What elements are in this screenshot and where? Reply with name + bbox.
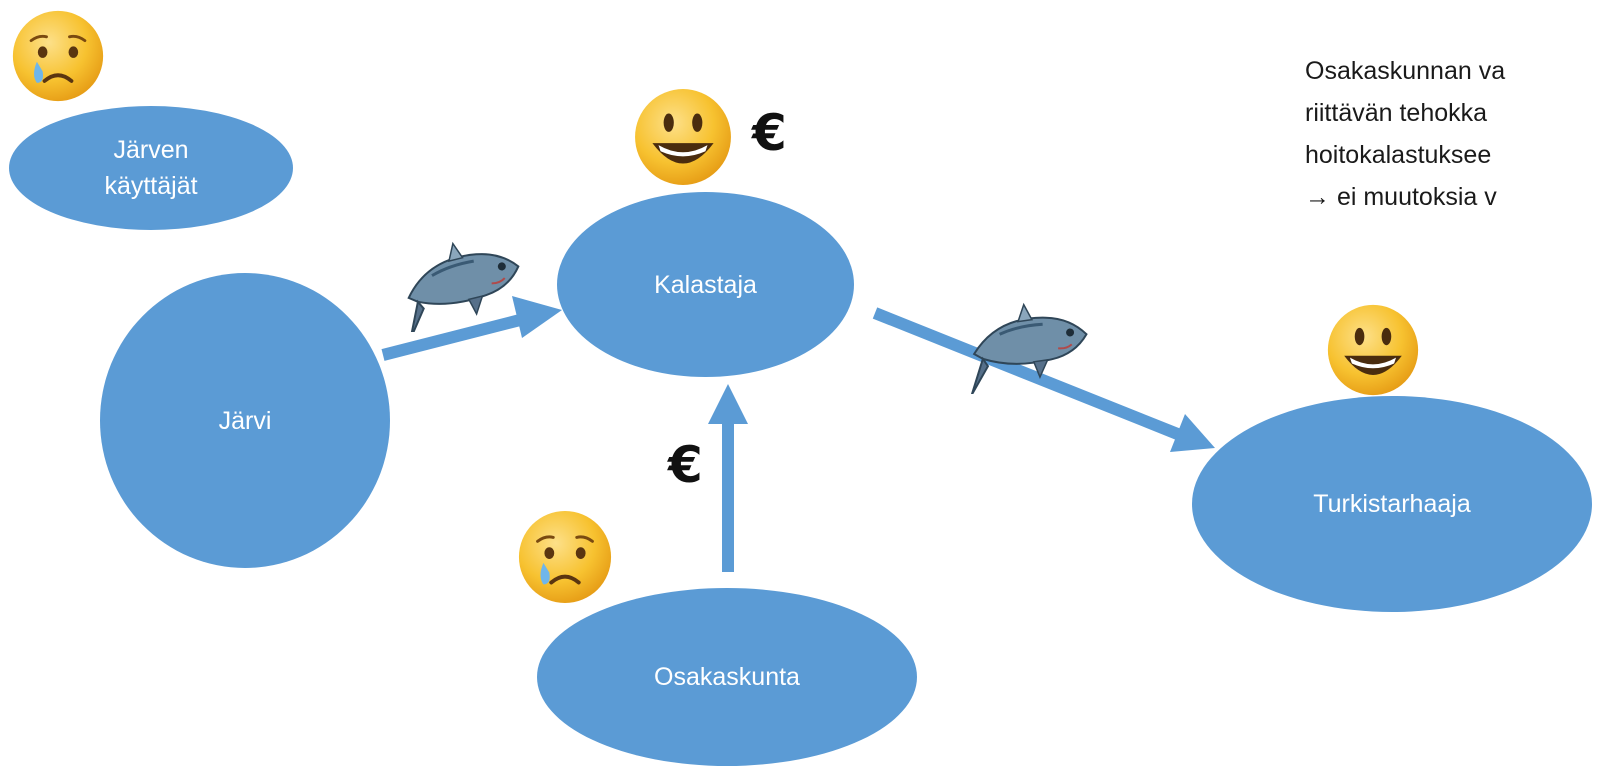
crying-face-users-icon <box>12 10 104 102</box>
side-note-text: Osakaskunnan va riittävän tehokka hoitok… <box>1305 50 1612 218</box>
smiling-face-farmer-icon <box>1327 304 1419 396</box>
node-turkistarhaaja: Turkistarhaaja <box>1192 396 1592 612</box>
euro-symbol-kalastaja: € <box>752 104 787 162</box>
node-jarven-kayttajat-label: Järven käyttäjät <box>104 136 198 200</box>
node-jarvi: Järvi <box>100 273 390 568</box>
side-note-line-2: riittävän tehokka <box>1305 99 1488 127</box>
side-note-line-1: Osakaskunnan va <box>1305 57 1506 85</box>
arrow-kalastaja-to-turkistarhaaja <box>872 307 1215 452</box>
fish-icon-jarvi-flow <box>407 241 520 332</box>
node-osakaskunta-label: Osakaskunta <box>654 663 800 691</box>
node-jarvi-label: Järvi <box>218 406 272 435</box>
node-kalastaja: Kalastaja <box>557 192 854 377</box>
node-turkistarhaaja-label: Turkistarhaaja <box>1313 490 1471 518</box>
euro-symbol-flow: € <box>668 436 703 494</box>
node-jarven-kayttajat: Järven käyttäjät <box>9 106 293 230</box>
node-kalastaja-label: Kalastaja <box>654 270 757 299</box>
side-note-line-4: → ei muutoksia v <box>1305 183 1497 211</box>
smiling-face-fisher-icon <box>635 89 731 185</box>
arrow-osakaskunta-to-kalastaja <box>708 384 748 572</box>
side-note-line-3: hoitokalastuksee <box>1305 141 1492 169</box>
crying-face-osakaskunta-icon <box>518 510 612 604</box>
fish-icon-turkis-flow <box>970 302 1088 394</box>
node-osakaskunta: Osakaskunta <box>537 588 917 766</box>
arrow-jarvi-to-kalastaja <box>381 296 562 361</box>
